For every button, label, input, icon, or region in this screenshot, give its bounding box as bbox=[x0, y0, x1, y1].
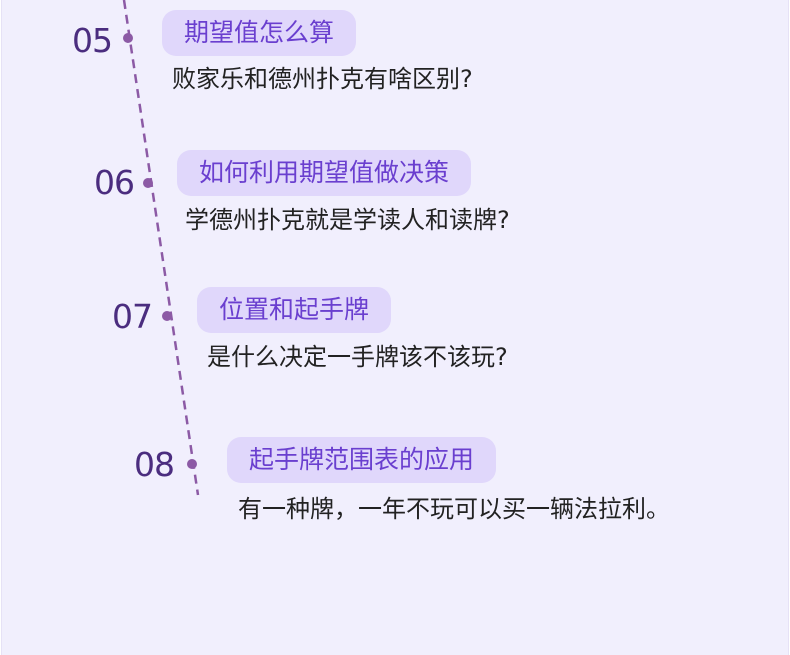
chapter-number: 06 bbox=[94, 163, 135, 202]
chapter-number: 08 bbox=[134, 445, 175, 484]
chapter-description: 是什么决定一手牌该不该玩? bbox=[207, 343, 508, 371]
chapter-title-pill[interactable]: 起手牌范围表的应用 bbox=[227, 437, 497, 483]
chapter-description: 有一种牌，一年不玩可以买一辆法拉利。 bbox=[238, 495, 670, 523]
chapter-number: 05 bbox=[72, 21, 113, 60]
chapter-title-pill[interactable]: 如何利用期望值做决策 bbox=[177, 150, 472, 196]
chapter-description: 败家乐和德州扑克有啥区别? bbox=[172, 65, 473, 93]
chapter-description: 学德州扑克就是学读人和读牌? bbox=[185, 206, 510, 234]
timeline-dot bbox=[143, 178, 153, 188]
timeline-dot bbox=[187, 459, 197, 469]
timeline-dot bbox=[123, 33, 133, 43]
chapter-title-pill[interactable]: 期望值怎么算 bbox=[162, 10, 357, 56]
timeline-dashed-line bbox=[122, 0, 200, 496]
timeline-dot bbox=[162, 311, 172, 321]
chapter-number: 07 bbox=[112, 297, 153, 336]
chapter-title-pill[interactable]: 位置和起手牌 bbox=[197, 287, 392, 333]
